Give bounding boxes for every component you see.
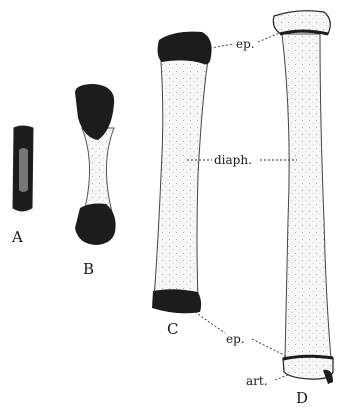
bone-a	[13, 126, 33, 211]
annotation-art: art.	[246, 374, 268, 388]
label-a: A	[11, 228, 23, 246]
label-c: C	[167, 320, 178, 338]
leader-ep-bottom-d	[252, 339, 290, 358]
bone-d-shaft	[282, 34, 331, 358]
bone-d	[273, 11, 333, 384]
leader-ep-top-c	[210, 44, 234, 48]
leader-art-d	[275, 374, 290, 380]
bone-c-shaft	[154, 48, 208, 300]
label-b: B	[83, 260, 94, 278]
bone-c-bottom-epiphysis	[152, 289, 201, 313]
annotation-diaph: diaph.	[214, 153, 252, 167]
annotation-ep-bottom: ep.	[226, 332, 245, 346]
leader-ep-top-d	[258, 32, 282, 42]
annotation-ep-top: ep.	[236, 37, 255, 51]
leader-ep-bottom-c	[195, 312, 225, 333]
bone-b-shaft	[82, 128, 114, 212]
bone-c-top-epiphysis	[158, 32, 212, 65]
bone-c	[152, 32, 212, 314]
label-d: D	[296, 389, 308, 407]
bone-a-cartilage	[19, 148, 28, 192]
bone-b-bottom-epiphysis	[75, 204, 116, 246]
bone-b	[75, 84, 116, 245]
